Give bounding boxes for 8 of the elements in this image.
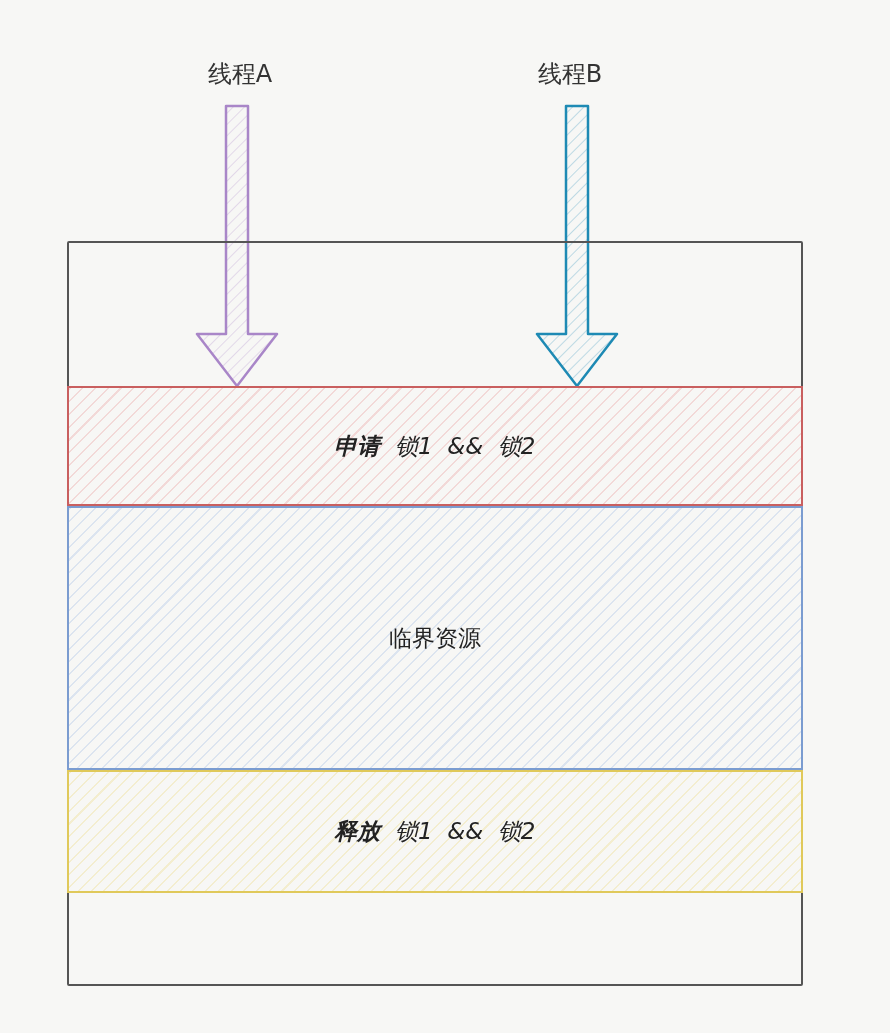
arrow — [535, 104, 619, 388]
arrow — [195, 104, 279, 388]
section-band: 申请 锁1 && 锁2 — [67, 386, 803, 506]
thread-label: 线程B — [510, 52, 630, 96]
section-band: 临界资源 — [67, 506, 803, 770]
section-band: 释放 锁1 && 锁2 — [67, 770, 803, 893]
thread-label: 线程A — [180, 52, 300, 96]
outer-box — [67, 241, 803, 986]
